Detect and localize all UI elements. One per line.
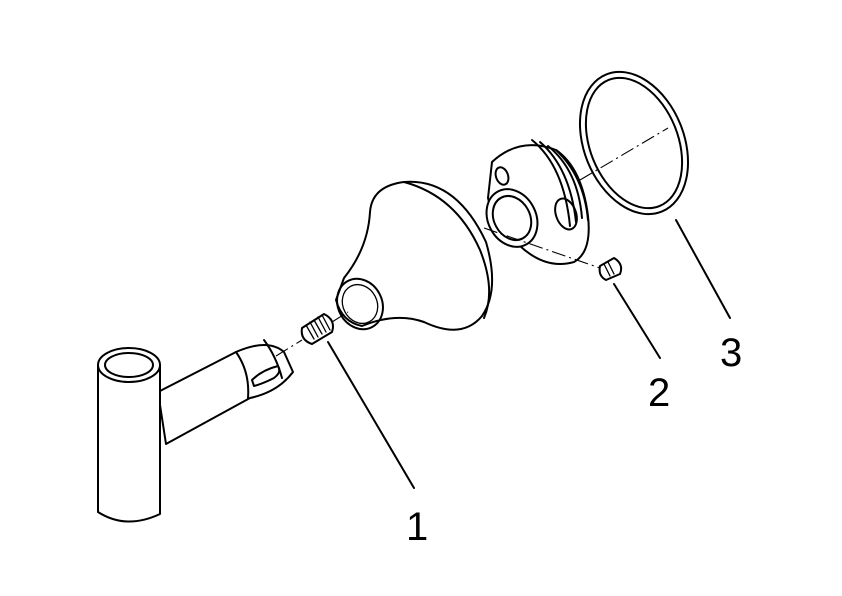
part-2-small-screw [598, 257, 623, 281]
center-axis-lines [275, 127, 669, 357]
part-3-o-ring [578, 70, 690, 216]
callout-2: 2 [648, 371, 670, 415]
rosette-cover [335, 180, 494, 331]
callout-3: 3 [720, 331, 742, 375]
callout-1: 1 [406, 505, 428, 549]
spout-body [97, 339, 294, 523]
mounting-plate [485, 139, 590, 265]
leader-lines [327, 219, 731, 489]
part-1-set-screw [300, 313, 334, 345]
